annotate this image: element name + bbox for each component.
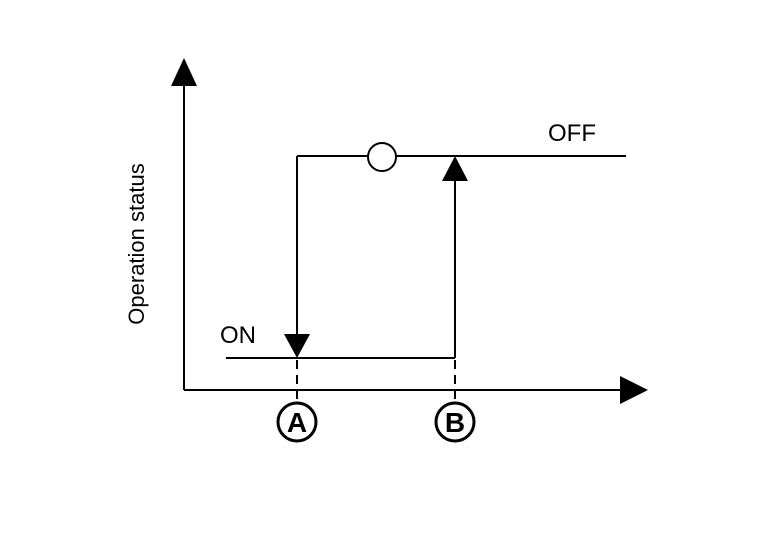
- off-state-circle: [367, 142, 397, 172]
- marker-a-label: A: [287, 407, 307, 438]
- marker-b-label: B: [445, 407, 465, 438]
- y-axis-arrowhead: [171, 58, 197, 86]
- on-label: ON: [220, 322, 256, 349]
- marker-b: B: [434, 401, 476, 443]
- down-arrowhead: [284, 334, 310, 358]
- marker-a: A: [276, 401, 318, 443]
- x-axis-arrowhead: [620, 376, 648, 404]
- off-label: OFF: [548, 120, 596, 147]
- y-axis-label: Operation status: [124, 163, 149, 324]
- up-arrowhead: [442, 156, 468, 181]
